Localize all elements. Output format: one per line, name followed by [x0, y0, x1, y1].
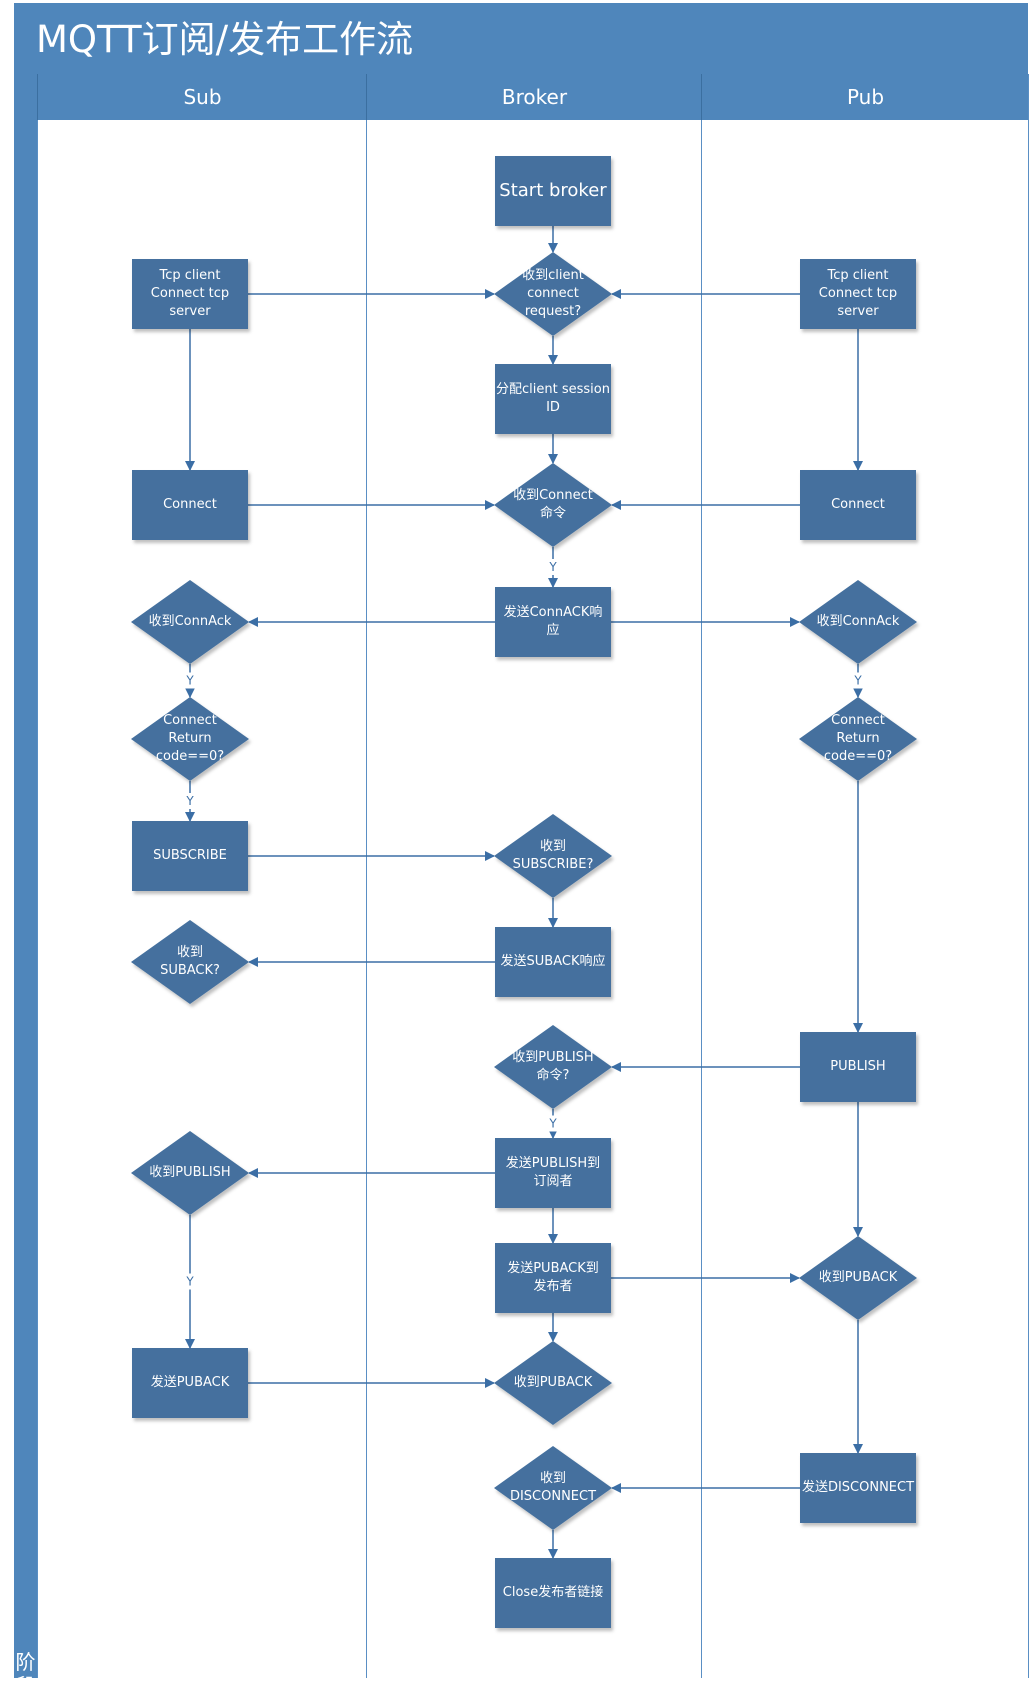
- broker-recv-connect-decision: [494, 463, 612, 547]
- broker-recv-disconnect-decision: [494, 1446, 612, 1530]
- broker-send-connack-process: [495, 587, 611, 657]
- lane-divider: [366, 120, 367, 1678]
- sub-subscribe-process: [132, 821, 248, 891]
- lane-header-broker: Broker: [366, 74, 702, 120]
- broker-recv-subscribe-decision: [494, 814, 612, 898]
- phase-column: [14, 74, 37, 1678]
- lane-header-sub: Sub: [37, 74, 367, 120]
- edge-label: Y: [185, 794, 194, 808]
- edge-label: Y: [185, 674, 194, 688]
- sub-recv-connack-decision: [131, 580, 249, 664]
- edge-label-bg: [547, 559, 559, 575]
- edge-label-bg: [184, 672, 196, 689]
- edge-label-bg: [547, 1115, 559, 1132]
- broker-send-puback-process: [495, 1243, 611, 1313]
- pub-tcp-connect-process: [800, 259, 916, 329]
- lane-header-pub: Pub: [701, 74, 1029, 120]
- sub-recv-suback-decision: [131, 920, 249, 1004]
- edge-label-bg: [184, 793, 196, 809]
- start-broker-process: [495, 156, 611, 226]
- diagram-title: MQTT订阅/发布工作流: [36, 18, 414, 61]
- lane-divider: [701, 120, 702, 1678]
- sub-send-puback-process: [132, 1348, 248, 1418]
- edge-label: Y: [548, 1117, 557, 1131]
- broker-recv-publish-decision: [494, 1025, 612, 1109]
- broker-recv-request-decision: [494, 252, 612, 336]
- broker-close-process: [495, 1558, 611, 1628]
- edge-label: Y: [853, 674, 862, 688]
- sub-return-code-decision: [131, 697, 249, 781]
- pub-publish-process: [800, 1032, 916, 1102]
- edge-label-bg: [852, 672, 864, 689]
- pub-send-disconnect-process: [800, 1453, 916, 1523]
- pub-connect-process: [800, 470, 916, 540]
- edge-label: Y: [548, 560, 557, 574]
- lane-divider: [1028, 74, 1029, 1678]
- edge-label-bg: [184, 1273, 196, 1290]
- pub-recv-connack-decision: [799, 580, 917, 664]
- pub-recv-puback-decision: [799, 1236, 917, 1320]
- broker-recv-puback-decision: [494, 1341, 612, 1425]
- edge-label: Y: [185, 1275, 194, 1289]
- sub-recv-publish-decision: [131, 1131, 249, 1215]
- broker-send-suback-process: [495, 927, 611, 997]
- pub-return-code-decision: [799, 697, 917, 781]
- broker-alloc-session-process: [495, 364, 611, 434]
- title-bar: MQTT订阅/发布工作流: [14, 3, 1028, 74]
- lane-divider: [37, 120, 38, 1678]
- sub-tcp-connect-process: [132, 259, 248, 329]
- sub-connect-process: [132, 470, 248, 540]
- broker-send-publish-process: [495, 1138, 611, 1208]
